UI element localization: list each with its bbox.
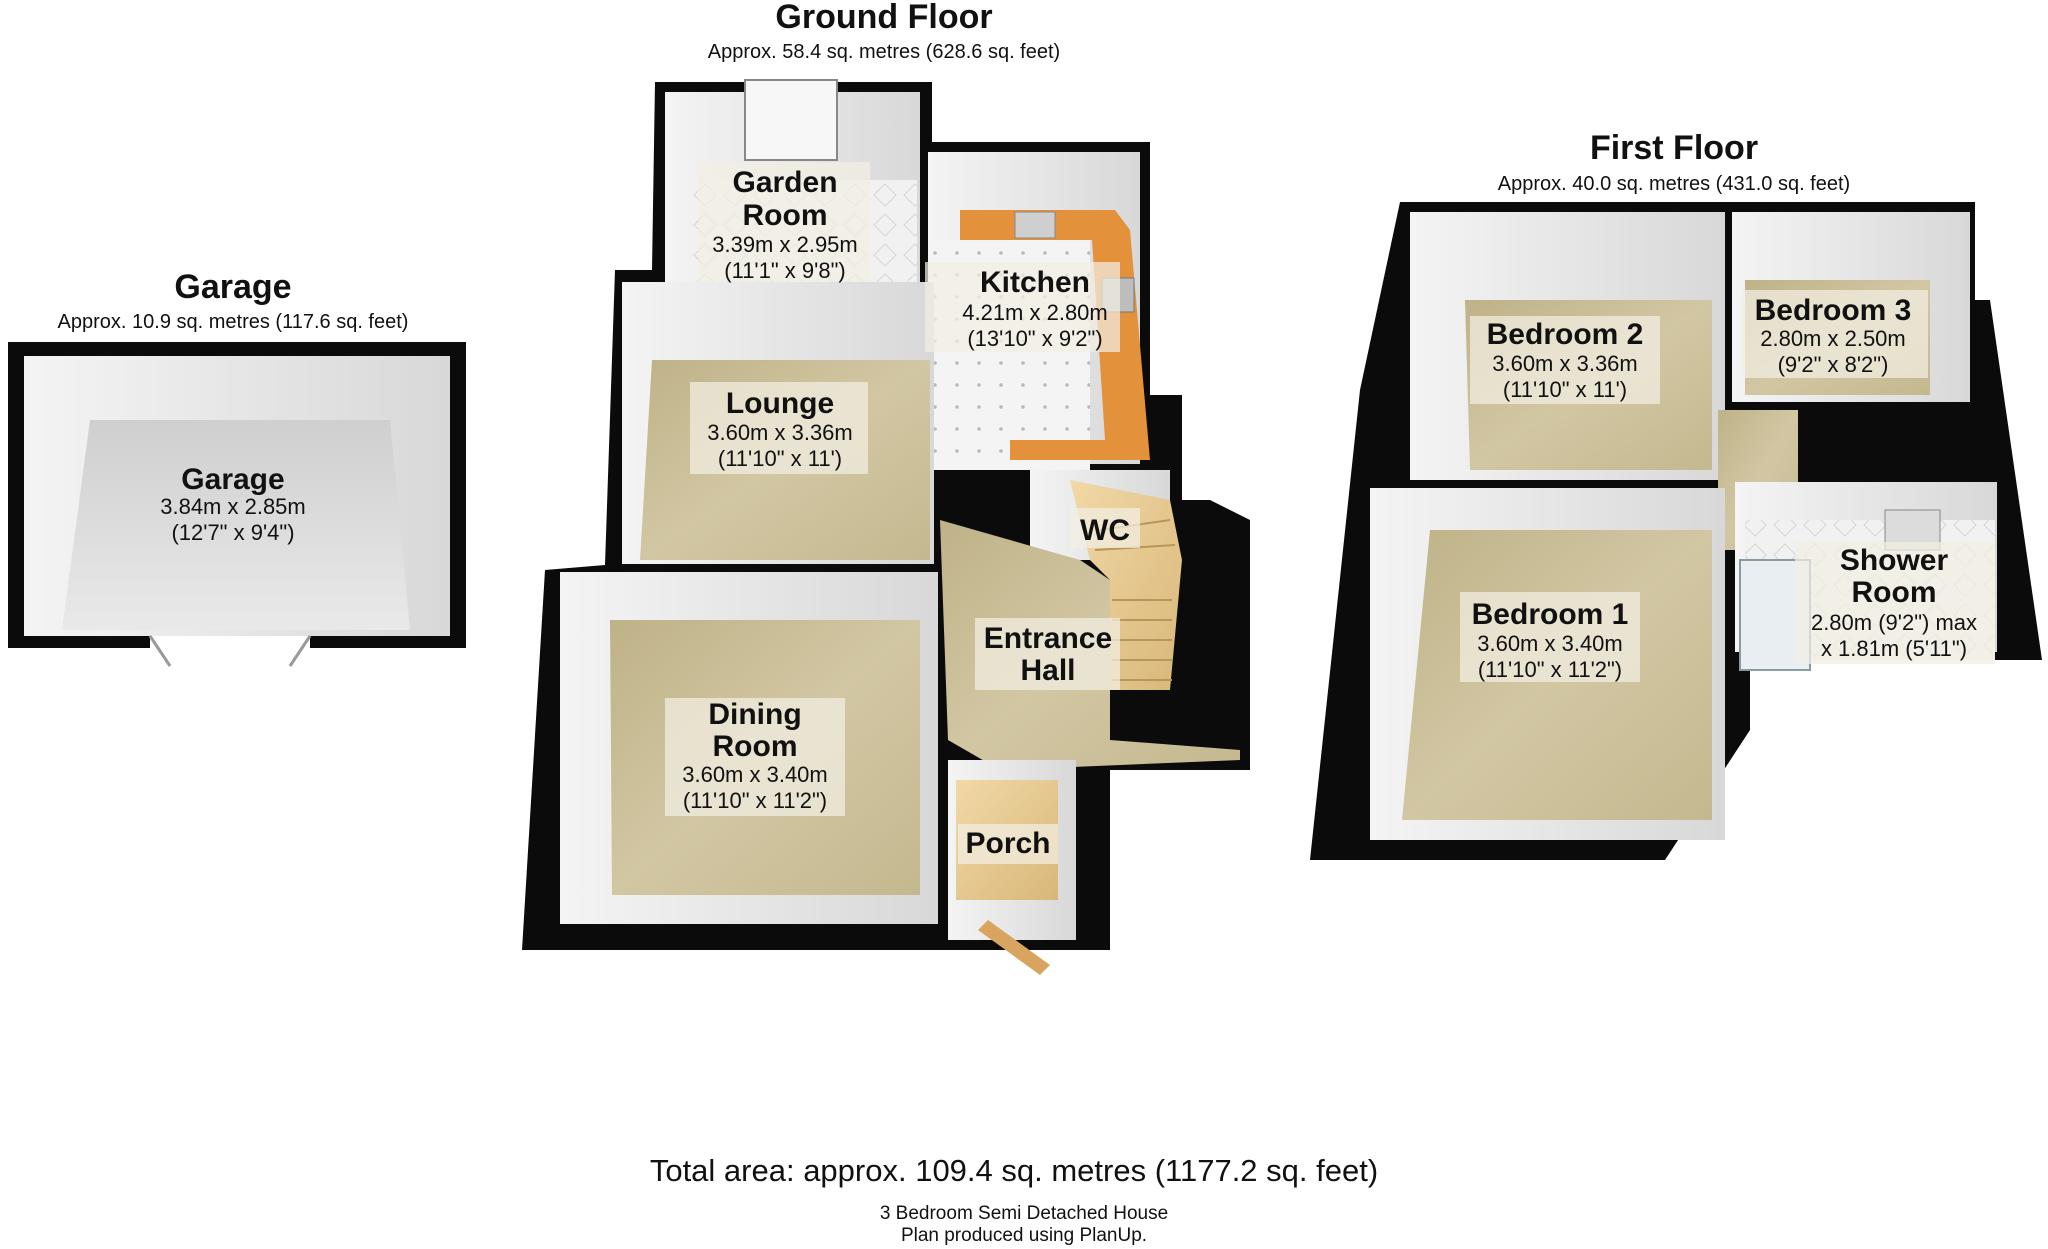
garage-door bbox=[150, 636, 310, 670]
garage-dimensions-metric: 3.84m x 2.85m bbox=[160, 494, 306, 519]
wc-name: WC bbox=[1080, 514, 1130, 547]
entrance-hall-name-line2: Hall bbox=[1020, 654, 1075, 687]
shower-room-name-line2: Room bbox=[1852, 576, 1937, 609]
lounge-name: Lounge bbox=[726, 387, 834, 420]
garden-room-name-line2: Room bbox=[743, 199, 828, 232]
dining-room-name-line2: Room bbox=[713, 730, 798, 763]
garage-door-leaf-right bbox=[288, 635, 312, 667]
bedroom-1-dimensions-metric: 3.60m x 3.40m bbox=[1477, 631, 1623, 656]
kitchen-name: Kitchen bbox=[980, 266, 1090, 299]
bedroom-1-dimensions-imperial: (11'10" x 11'2") bbox=[1478, 657, 1622, 682]
bedroom-1-label: Bedroom 1 3.60m x 3.40m (11'10" x 11'2") bbox=[1460, 592, 1640, 682]
shower-room-label: Shower Room 2.80m (9'2") max x 1.81m (5'… bbox=[1795, 542, 1995, 664]
bedroom-2-dimensions-metric: 3.60m x 3.36m bbox=[1492, 351, 1638, 376]
garden-room-label: Garden Room 3.39m x 2.95m (11'1" x 9'8") bbox=[698, 162, 870, 283]
garage-door-leaf-left bbox=[148, 635, 172, 667]
bedroom-3-name: Bedroom 3 bbox=[1755, 294, 1912, 327]
dining-room-label: Dining Room 3.60m x 3.40m (11'10" x 11'2… bbox=[665, 698, 845, 816]
garden-room-name-line1: Garden bbox=[732, 166, 837, 199]
kitchen-dimensions-imperial: (13'10" x 9'2") bbox=[967, 326, 1102, 351]
entrance-hall-label: Entrance Hall bbox=[975, 618, 1120, 690]
garden-room-dimensions-imperial: (11'1" x 9'8") bbox=[724, 258, 845, 283]
garden-room-doors bbox=[744, 79, 838, 161]
front-door bbox=[978, 920, 1050, 975]
shower-room-dimensions-line1: 2.80m (9'2") max bbox=[1811, 610, 1977, 635]
plan-credit: Plan produced using PlanUp. bbox=[901, 1225, 1147, 1246]
garage-floor bbox=[62, 420, 410, 630]
property-description: 3 Bedroom Semi Detached House bbox=[880, 1203, 1168, 1224]
kitchen-sink bbox=[1014, 211, 1056, 239]
dining-room-dimensions-metric: 3.60m x 3.40m bbox=[682, 762, 828, 787]
kitchen-dimensions-metric: 4.21m x 2.80m bbox=[962, 300, 1108, 325]
bedroom-3-dimensions-metric: 2.80m x 2.50m bbox=[1760, 326, 1906, 351]
lounge-label: Lounge 3.60m x 3.36m (11'10" x 11') bbox=[690, 382, 868, 474]
garage-label: Garage 3.84m x 2.85m (12'7" x 9'4") bbox=[160, 463, 306, 545]
garden-room-dimensions-metric: 3.39m x 2.95m bbox=[712, 232, 858, 257]
shower-room-dimensions-line2: x 1.81m (5'11") bbox=[1821, 636, 1967, 661]
bedroom-2-name: Bedroom 2 bbox=[1487, 318, 1644, 351]
wc-label: WC bbox=[1070, 508, 1140, 548]
garage-area: Approx. 10.9 sq. metres (117.6 sq. feet) bbox=[58, 311, 409, 333]
ground-floor-area: Approx. 58.4 sq. metres (628.6 sq. feet) bbox=[708, 41, 1060, 63]
garage-name: Garage bbox=[181, 463, 284, 496]
bedroom-3-label: Bedroom 3 2.80m x 2.50m (9'2" x 8'2") bbox=[1742, 290, 1928, 378]
porch-name: Porch bbox=[965, 827, 1050, 860]
bedroom-2-label: Bedroom 2 3.60m x 3.36m (11'10" x 11') bbox=[1470, 316, 1660, 404]
dining-room-dimensions-imperial: (11'10" x 11'2") bbox=[683, 788, 827, 813]
dining-room-name-line1: Dining bbox=[708, 698, 801, 731]
entrance-hall-name-line1: Entrance bbox=[984, 622, 1112, 655]
garage-dimensions-imperial: (12'7" x 9'4") bbox=[171, 520, 294, 545]
first-floor-area: Approx. 40.0 sq. metres (431.0 sq. feet) bbox=[1498, 173, 1850, 195]
garage-plan bbox=[8, 342, 466, 670]
bedroom-1-name: Bedroom 1 bbox=[1472, 598, 1629, 631]
porch-label: Porch bbox=[958, 824, 1058, 864]
lounge-dimensions-metric: 3.60m x 3.36m bbox=[707, 420, 853, 445]
kitchen-label: Kitchen 4.21m x 2.80m (13'10" x 9'2") bbox=[925, 262, 1120, 352]
bedroom-3-dimensions-imperial: (9'2" x 8'2") bbox=[1778, 352, 1889, 377]
first-floor-title: First Floor bbox=[1590, 129, 1758, 167]
bedroom-2-dimensions-imperial: (11'10" x 11') bbox=[1503, 377, 1627, 402]
first-floor-plan bbox=[1310, 202, 2042, 860]
ground-floor-plan bbox=[522, 79, 1250, 975]
ground-floor-title: Ground Floor bbox=[775, 0, 992, 36]
garage-title: Garage bbox=[174, 268, 291, 306]
lounge-dimensions-imperial: (11'10" x 11') bbox=[718, 446, 842, 471]
total-area: Total area: approx. 109.4 sq. metres (11… bbox=[650, 1153, 1378, 1188]
shower-room-name-line1: Shower bbox=[1840, 544, 1949, 577]
